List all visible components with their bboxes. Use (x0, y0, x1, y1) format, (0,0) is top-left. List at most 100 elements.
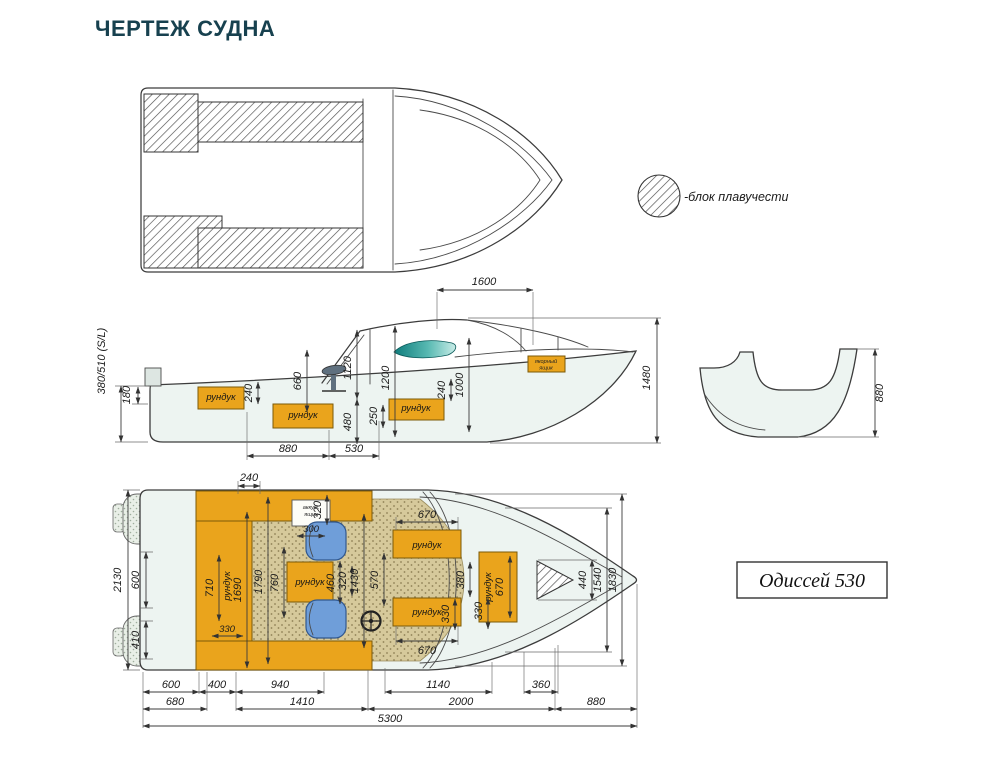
locker-left-column (195, 520, 253, 642)
dim-460: 460 (325, 573, 337, 592)
side-extension-lines (115, 292, 661, 460)
transom-inner-line (704, 394, 766, 431)
dim-1120: 1120 (342, 355, 354, 380)
inner-bow-line-1 (394, 95, 553, 265)
buoyancy-legend: -блок плавучести (637, 174, 788, 218)
dim-1410-bottom: 1410 (290, 696, 315, 708)
buoyancy-block-4 (197, 227, 364, 269)
dim-320-top: 320 (312, 500, 324, 519)
wheel-hub (368, 618, 374, 624)
seat-top-backrest (308, 524, 314, 558)
dim-1430: 1430 (349, 568, 361, 593)
seat-cushion (321, 364, 347, 376)
side-dimension-lines (118, 287, 660, 459)
legend-label: -блок плавучести (684, 190, 788, 204)
dim-680-bottom: 680 (166, 696, 185, 708)
helm-seat (321, 364, 347, 392)
dim-250: 250 (368, 406, 380, 426)
dim-1690: 1690 (232, 577, 244, 602)
dim-transom-sl: 380/510 (S/L) (96, 327, 108, 394)
locker-mid-label: рундук (287, 410, 318, 421)
locker-top-band (195, 490, 373, 522)
locker-bottom-right-label: рундук (411, 607, 442, 618)
locker-left-label: рундук (222, 571, 233, 602)
model-box-frame (736, 561, 888, 599)
locker-fwd-side (388, 398, 445, 421)
dim-940-bottom: 940 (271, 679, 290, 691)
transom-bracket (144, 367, 162, 387)
dim-440: 440 (577, 570, 589, 589)
windshield-plan-arcs (422, 491, 457, 669)
top-view (140, 87, 563, 273)
dim-2130: 2130 (112, 567, 124, 593)
locker-bottom-band (195, 640, 373, 671)
seat-bottom-shape (305, 599, 347, 639)
dim-380: 380 (455, 570, 467, 589)
anchor-box-label-2: ящик (538, 366, 553, 372)
seat-bottom-backrest (308, 602, 314, 636)
side-window-glass (393, 340, 457, 359)
dim-1140-bottom: 1140 (426, 679, 451, 691)
model-label: Одиссей 530 (759, 570, 865, 592)
dim-240-front: 240 (243, 383, 255, 403)
foredeck-line (454, 348, 634, 358)
bow-rail (466, 319, 589, 348)
locker-fwd-label: рундук (400, 403, 431, 414)
dim-530-side: 530 (345, 443, 364, 455)
dim-670-bottom: 670 (418, 645, 437, 657)
dim-710: 710 (204, 578, 216, 597)
dim-5300-overall: 5300 (378, 713, 403, 725)
legend-swatch-icon (637, 174, 681, 218)
dim-670-top: 670 (418, 509, 437, 521)
dim-660: 660 (292, 371, 304, 390)
battery-box-label-2: ящик (303, 512, 318, 518)
console-locker-label: рундук (294, 577, 325, 588)
locker-mid-side (272, 403, 334, 429)
dim-330-left: 330 (219, 624, 236, 635)
locker-aft-side (197, 386, 245, 410)
dim-1480: 1480 (641, 365, 653, 390)
plan-view: аккум. ящик рундук рундук рундук рундук … (112, 472, 638, 729)
deck-inner-lines (419, 496, 623, 664)
roof-aft-edge (466, 319, 527, 352)
anchor-box-label-1: якорный (534, 358, 557, 365)
locker-top-right-label: рундук (411, 540, 442, 551)
dim-330-b: 330 (473, 601, 485, 620)
dim-330-a: 330 (440, 604, 452, 623)
wheel-rim (360, 610, 382, 632)
model-box: Одиссей 530 (736, 561, 888, 599)
dim-1600: 1600 (472, 276, 497, 288)
transom-outline (699, 348, 858, 438)
dim-320-mid: 320 (337, 571, 349, 590)
side-view: рундук рундук рундук якорный ящик 160 (96, 276, 661, 460)
dim-410: 410 (130, 630, 142, 649)
page-title: ЧЕРТЕЖ СУДНА (95, 16, 275, 41)
dim-600-left: 600 (130, 570, 142, 589)
dim-240-plan: 240 (239, 472, 259, 484)
windshield-frame (321, 318, 468, 384)
dim-2000-bottom: 2000 (448, 696, 474, 708)
transom-view: 880 (699, 348, 886, 438)
dim-600-bottom: 600 (162, 679, 181, 691)
buoyancy-block-2 (197, 101, 364, 143)
buoyancy-block-1 (143, 93, 199, 153)
dim-880-bottom: 880 (587, 696, 606, 708)
dim-880-transom: 880 (874, 383, 886, 402)
dim-360-bottom: 360 (532, 679, 551, 691)
dim-670-right: 670 (494, 577, 506, 596)
dim-240-aft: 240 (436, 380, 448, 400)
dim-400-bottom: 400 (208, 679, 227, 691)
dim-1000: 1000 (454, 372, 466, 397)
dim-1790: 1790 (253, 569, 265, 594)
anchor-box (527, 355, 566, 373)
locker-bottom-right (392, 597, 462, 627)
seat-bottom (305, 599, 347, 639)
inner-bow-line-2 (419, 109, 541, 251)
battery-box-label-1: аккум. (303, 505, 320, 511)
dim-1200: 1200 (380, 365, 392, 390)
dim-480: 480 (342, 412, 354, 431)
seat-pedestal (331, 373, 336, 390)
plan-dimension-lines (125, 483, 638, 729)
